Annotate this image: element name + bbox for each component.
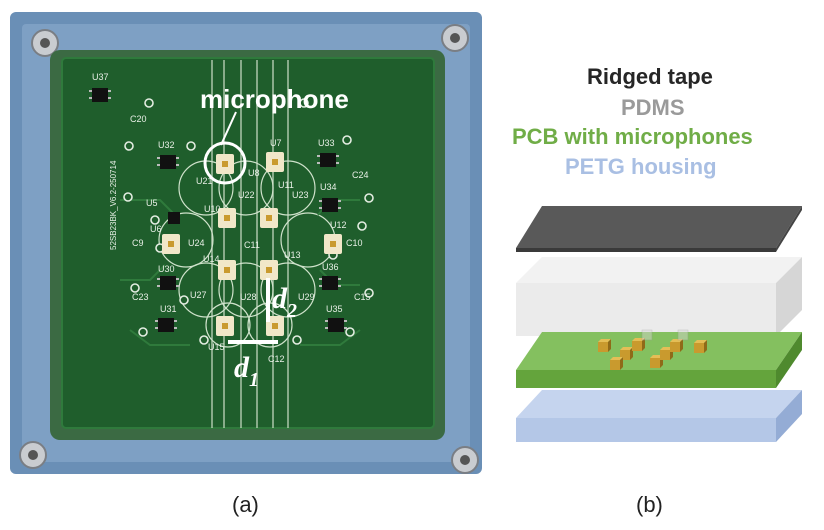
silk-label: C10 bbox=[346, 238, 363, 248]
pcb bbox=[62, 58, 434, 428]
silk-label: U15 bbox=[208, 342, 225, 352]
microphone-pads bbox=[162, 152, 342, 336]
silk-label: U33 bbox=[318, 138, 335, 148]
microphone-callout-label: microphone bbox=[200, 84, 349, 114]
microphone-callout-circle bbox=[203, 141, 247, 185]
silk-label: U32 bbox=[158, 140, 175, 150]
silk-label: U22 bbox=[238, 190, 255, 200]
petg-housing-layer-block bbox=[516, 390, 802, 442]
silk-label: C15 bbox=[354, 292, 371, 302]
microphone-cubes bbox=[598, 329, 707, 370]
silk-label: U7 bbox=[270, 138, 282, 148]
silk-label: U8 bbox=[248, 168, 260, 178]
silk-label: U27 bbox=[190, 290, 207, 300]
silk-label: U24 bbox=[188, 238, 205, 248]
silk-label: U13 bbox=[284, 250, 301, 260]
silk-label: U23 bbox=[292, 190, 309, 200]
layer-label-pdms: PDMS bbox=[621, 95, 685, 120]
panel-a-caption: (a) bbox=[232, 492, 259, 517]
silk-label: C9 bbox=[132, 238, 144, 248]
silk-label: U10 bbox=[204, 204, 221, 214]
screw-icon bbox=[31, 29, 59, 57]
ridged-tape-layer bbox=[516, 206, 802, 252]
d1-label: d1 bbox=[234, 351, 259, 391]
silk-label: U21 bbox=[196, 176, 213, 186]
silk-label: C12 bbox=[268, 354, 285, 364]
silk-label: U29 bbox=[298, 292, 315, 302]
silk-label: U36 bbox=[322, 262, 339, 272]
silk-label: U6 bbox=[150, 224, 162, 234]
silk-label: U30 bbox=[158, 264, 175, 274]
panel-b-caption: (b) bbox=[636, 492, 663, 517]
via-holes bbox=[123, 98, 374, 345]
silk-label: U5 bbox=[146, 198, 158, 208]
ridged-tape-lines bbox=[211, 60, 289, 428]
silk-label: C11 bbox=[244, 240, 260, 250]
layer-label-petg-housing: PETG housing bbox=[565, 154, 717, 179]
silk-label: U37 bbox=[92, 72, 109, 82]
screw-icon bbox=[19, 441, 47, 469]
d2-label: d2 bbox=[272, 282, 297, 322]
silk-label: C20 bbox=[130, 114, 147, 124]
silk-label: U12 bbox=[330, 220, 347, 230]
layer-label-pcb: PCB with microphones bbox=[512, 124, 753, 149]
screw-icon bbox=[451, 446, 479, 474]
silk-label: U14 bbox=[203, 254, 220, 264]
screw-icon bbox=[441, 24, 469, 52]
ic-chips bbox=[89, 88, 347, 332]
pcb-layer-block bbox=[516, 332, 802, 388]
callout-leader-line bbox=[220, 111, 237, 146]
silk-label: C23 bbox=[132, 292, 149, 302]
silk-label: U34 bbox=[320, 182, 337, 192]
layer-label-ridged-tape: Ridged tape bbox=[587, 64, 713, 89]
silk-label: U11 bbox=[278, 180, 294, 190]
silk-label: U28 bbox=[240, 292, 257, 302]
silk-board-id: 52SB23BK_V6.2-250714 bbox=[109, 160, 118, 250]
pdms-layer-block bbox=[516, 257, 802, 336]
sensor-board-photo: U37 C20 U32 U7 U33 U8 U21 U22 U11 U23 U3… bbox=[10, 12, 482, 474]
silkscreen-labels: U37 C20 U32 U7 U33 U8 U21 U22 U11 U23 U3… bbox=[92, 72, 371, 364]
silk-label: C24 bbox=[352, 170, 369, 180]
silk-label: U35 bbox=[326, 304, 343, 314]
silk-label: U31 bbox=[160, 304, 177, 314]
